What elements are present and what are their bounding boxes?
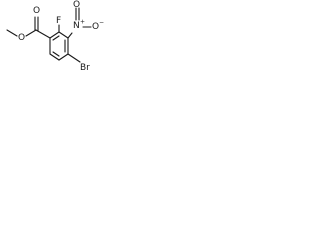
fluorine-label: F: [56, 16, 61, 26]
nitro-o-charge-label: −: [99, 20, 104, 27]
chemical-structure-diagram: O O F N + O O − Br: [6, 0, 104, 73]
ether-o-to-methyl-bond: [6, 29, 18, 37]
nitro-o-top-label: O: [73, 0, 80, 10]
ester-carbonyl-o-label: O: [33, 6, 40, 16]
ring-to-bromine-bond: [67, 53, 81, 63]
ring-to-nitro-bond: [67, 32, 73, 39]
ring-bond-4: [58, 53, 69, 61]
methyl-ester-group: [6, 16, 51, 39]
benzene-ring: [49, 31, 69, 61]
nitro-group: [67, 7, 92, 39]
nitro-n-charge-label: +: [80, 19, 85, 26]
ring-bond-2: [58, 31, 69, 39]
ester-ether-o-label: O: [18, 33, 25, 43]
nitro-o-right-label: O: [92, 22, 99, 32]
nitro-n-label: N: [73, 21, 80, 31]
ring-bond-5: [49, 53, 60, 61]
ring-double-bond-a: [52, 35, 60, 41]
bromine-label: Br: [80, 63, 90, 73]
ring-bond-1: [49, 31, 60, 39]
carbonyl-to-ether-o-bond: [25, 29, 37, 37]
ring-double-bond-c: [52, 51, 60, 57]
